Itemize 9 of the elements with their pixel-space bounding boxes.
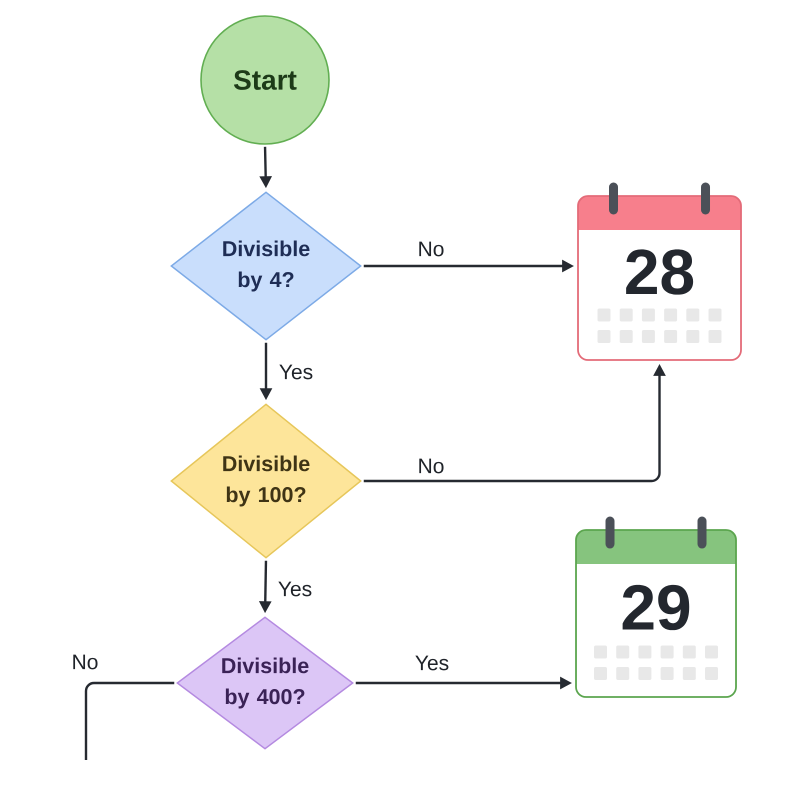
edge-label: Yes	[278, 582, 312, 596]
connector-line	[84, 682, 174, 760]
edge-label: Yes	[415, 656, 448, 670]
calendar: 29	[575, 529, 737, 698]
edge-label: No	[419, 458, 444, 474]
edge-label: No	[419, 242, 444, 256]
calendar: 28	[577, 195, 742, 361]
edge-label: No	[73, 654, 98, 670]
edge-label: Yes	[279, 364, 312, 380]
